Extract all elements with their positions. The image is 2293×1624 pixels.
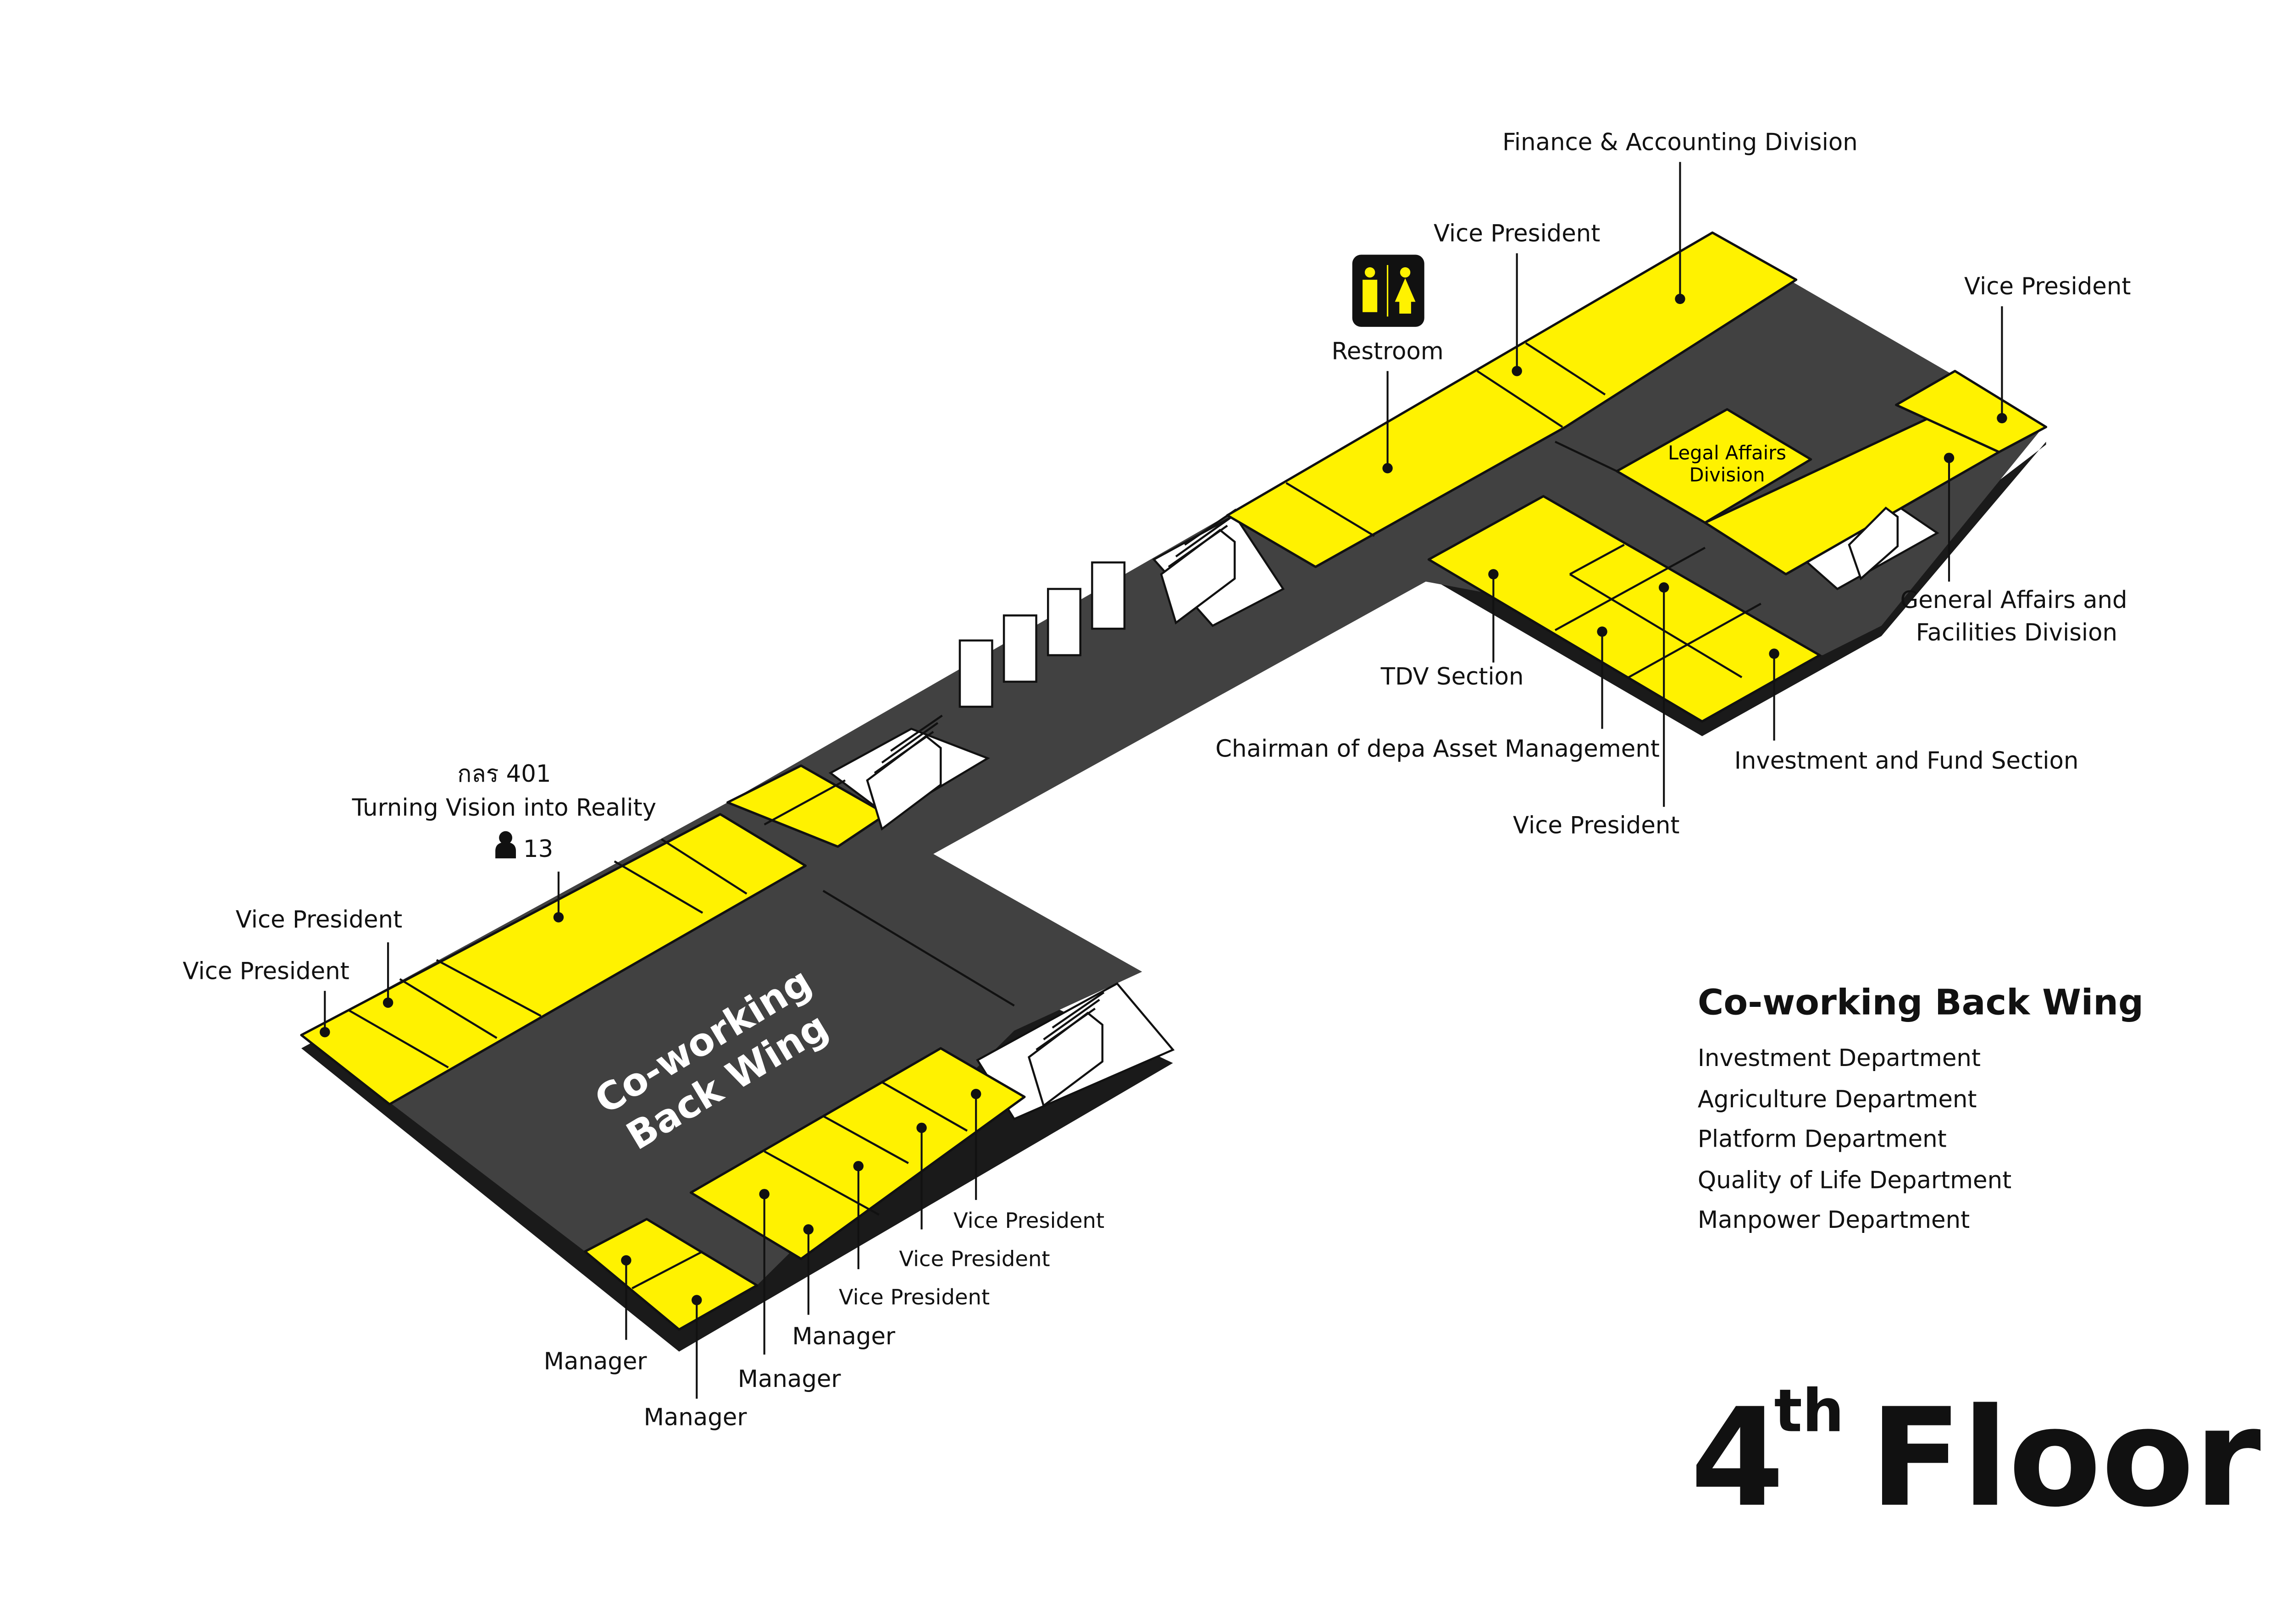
- legend-item: Agriculture Department: [1698, 1086, 1977, 1113]
- stairs-icon: [866, 506, 1899, 1108]
- floor-word: Floor: [1870, 1379, 2262, 1537]
- label-restroom: Restroom: [1331, 337, 1443, 365]
- room-left-strip: [300, 813, 807, 1106]
- label-tdv: TDV Section: [1380, 663, 1524, 690]
- leader-lines: [320, 162, 2007, 1399]
- label-general-1: General Affairs and: [1900, 586, 2127, 614]
- room-legal-affairs: [1616, 408, 1812, 524]
- floor-number: 4: [1690, 1379, 1784, 1537]
- legend: Co-working Back Wing Investment Departme…: [1698, 982, 2143, 1234]
- room-top-strip: [1226, 231, 1798, 568]
- label-vp-low-3: Vice President: [839, 1285, 990, 1309]
- floor-suffix: th: [1774, 1377, 1844, 1445]
- label-finance: Finance & Accounting Division: [1502, 129, 1858, 156]
- room-401-code: กลร 401: [457, 760, 551, 788]
- label-manager-4: Manager: [644, 1403, 748, 1431]
- legend-title: Co-working Back Wing: [1698, 982, 2143, 1023]
- label-vp-left-2: Vice President: [183, 957, 349, 985]
- restroom-icon: [1352, 254, 1424, 327]
- label-vp-top: Vice President: [1434, 220, 1600, 248]
- floor-title: 4 th Floor: [1690, 1377, 2262, 1537]
- elevator-icon: [958, 561, 1126, 708]
- legend-item: Manpower Department: [1698, 1206, 1970, 1234]
- legend-item: Quality of Life Department: [1698, 1166, 2011, 1194]
- label-chairman: Chairman of depa Asset Management: [1215, 735, 1660, 763]
- room-vp-right: [1895, 370, 2048, 453]
- person-icon: [495, 831, 516, 859]
- label-vp-low-2: Vice President: [899, 1247, 1050, 1271]
- label-manager-2: Manager: [738, 1365, 842, 1393]
- corridor-floor: [301, 235, 2044, 1330]
- label-vp-low-1: Vice President: [953, 1208, 1104, 1233]
- label-manager-1: Manager: [792, 1323, 896, 1350]
- room-401-name: Turning Vision into Reality: [352, 794, 656, 822]
- label-vp-left-1: Vice President: [236, 906, 402, 934]
- label-vp-bottom-right: Vice President: [1513, 812, 1679, 840]
- label-general-2: Facilities Division: [1916, 619, 2117, 646]
- legend-item: Investment Department: [1698, 1044, 1981, 1072]
- label-investment-fund: Investment and Fund Section: [1734, 747, 2079, 774]
- room-401-capacity: 13: [523, 835, 553, 863]
- legend-item: Platform Department: [1698, 1126, 1947, 1153]
- label-vp-right: Vice President: [1964, 273, 2131, 300]
- legal-label-2: Division: [1689, 464, 1765, 486]
- right-wing-shadow: [1429, 442, 2046, 736]
- legal-label-1: Legal Affairs: [1668, 442, 1786, 464]
- room-manager-corner: [584, 1218, 759, 1331]
- label-manager-3: Manager: [544, 1348, 648, 1375]
